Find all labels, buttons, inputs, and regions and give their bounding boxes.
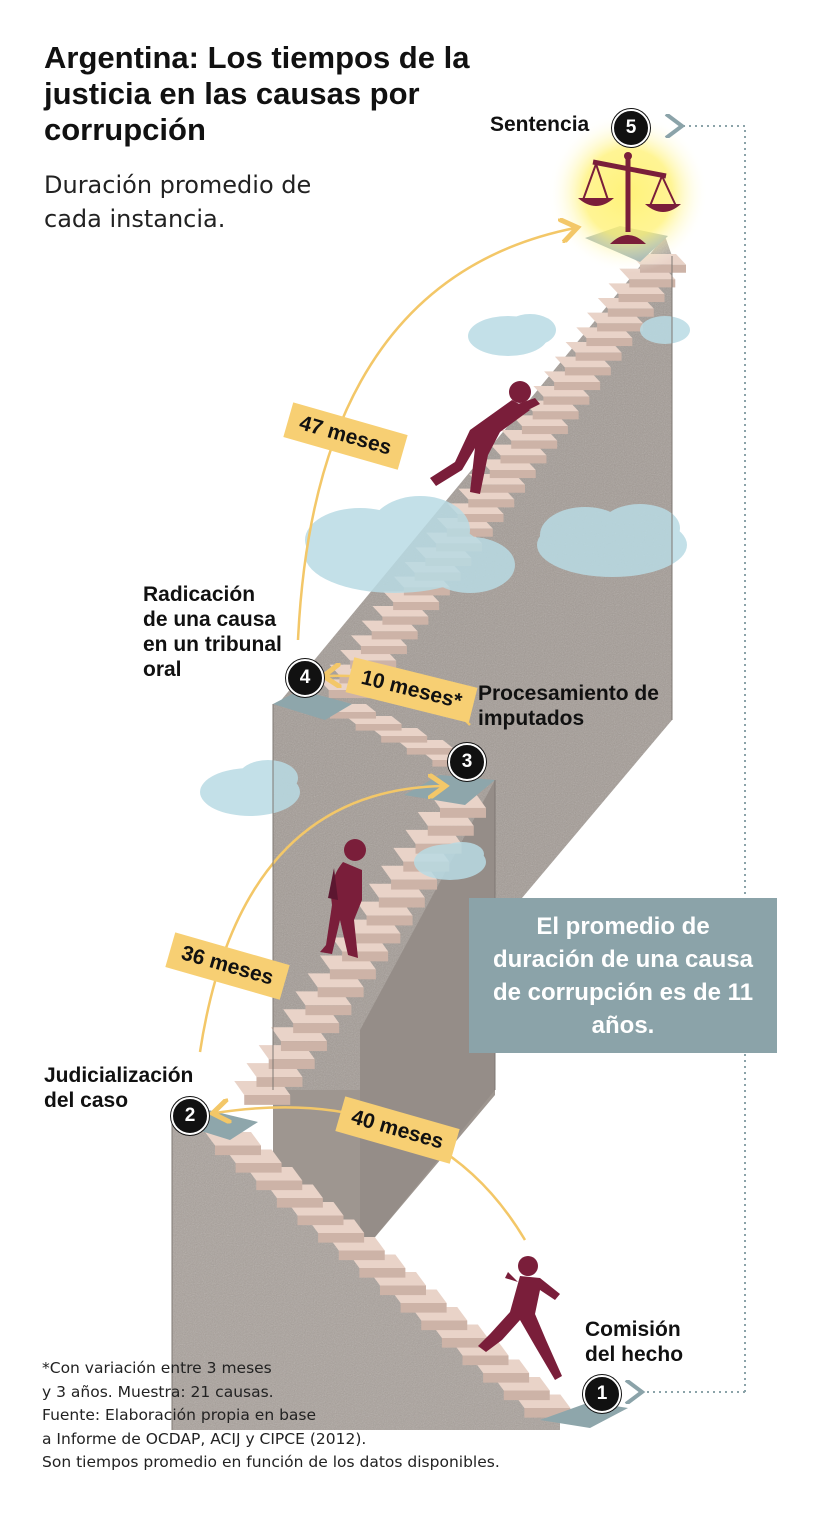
- stair-riser: [479, 484, 525, 493]
- stair-riser: [483, 1373, 530, 1383]
- stage-label-4: Radicación de una causa en un tribunal o…: [143, 583, 282, 681]
- stair-riser: [618, 294, 665, 303]
- stair-riser: [338, 1250, 385, 1261]
- duration-arrows: [198, 228, 575, 1241]
- stair-riser: [421, 1320, 468, 1331]
- footnote-line: *Con variación entre 3 meses: [42, 1359, 272, 1377]
- footnotes: *Con variación entre 3 meses y 3 años. M…: [42, 1357, 562, 1475]
- stair-riser: [297, 1215, 344, 1226]
- stair-riser: [381, 736, 428, 743]
- stair-riser: [342, 951, 389, 962]
- stair-riser: [500, 455, 547, 464]
- scales-of-justice-icon: [548, 113, 708, 273]
- footnote-line: Son tiempos promedio en función de los d…: [42, 1453, 500, 1471]
- stage-label-1: Comisión del hecho: [585, 1318, 684, 1366]
- stair-riser: [244, 1095, 291, 1105]
- stair-riser: [366, 915, 413, 926]
- cloud-shape: [640, 316, 690, 344]
- stair-riser: [329, 969, 376, 980]
- stage-badge-2: 2: [171, 1097, 209, 1135]
- stair-riser: [382, 616, 429, 625]
- summary-callout: El promedio de duración de una causa de …: [469, 898, 777, 1053]
- stair-riser: [543, 396, 590, 405]
- stair-riser: [575, 352, 622, 361]
- runner-figure: [478, 1256, 562, 1380]
- stair-riser: [354, 933, 401, 944]
- stage-label-2: Judicialización del caso: [44, 1064, 194, 1112]
- stage-badge-4: 4: [286, 659, 324, 697]
- stair-riser: [280, 1041, 327, 1052]
- arrow-4-to-5: [296, 228, 575, 641]
- stair-riser: [532, 411, 579, 420]
- stair-riser: [380, 1285, 426, 1296]
- upper-wall-grain: [273, 236, 672, 1090]
- summary-callout-text: El promedio de duración de una causa de …: [492, 912, 754, 1039]
- cloud-shape: [537, 504, 687, 577]
- stair-riser: [318, 1233, 365, 1243]
- staircases: [205, 254, 686, 1418]
- stair-riser: [406, 748, 453, 755]
- stair-riser: [378, 897, 425, 908]
- stair-riser: [330, 712, 376, 719]
- stair-riser: [607, 308, 654, 317]
- stair-riser: [468, 499, 515, 508]
- stair-riser: [256, 1180, 303, 1191]
- cloud-shape: [305, 496, 515, 593]
- stair-riser: [355, 724, 402, 731]
- walker-figure: [320, 839, 366, 958]
- stair-riser: [403, 587, 450, 596]
- cloud-shape: [468, 314, 556, 356]
- stair-riser: [457, 514, 504, 523]
- stair-riser: [521, 426, 568, 435]
- stair-riser: [629, 279, 676, 288]
- arrow-2-to-3: [198, 786, 443, 1053]
- stair-riser: [276, 1198, 323, 1208]
- stair-riser: [371, 631, 418, 640]
- stair-riser: [554, 382, 601, 391]
- page-subtitle: Duración promedio de cada instancia.: [44, 171, 312, 233]
- stair-riser: [215, 1145, 261, 1156]
- stage-badge-3: 3: [448, 743, 486, 781]
- stair-riser: [235, 1163, 282, 1173]
- stair-riser: [393, 602, 440, 611]
- stair-riser: [441, 1338, 488, 1348]
- stair-riser: [427, 825, 474, 836]
- stair-riser: [400, 1303, 447, 1313]
- stage-label-3: Procesamiento de imputados: [478, 682, 659, 730]
- stair-riser: [293, 1023, 340, 1034]
- page-title: Argentina: Los tiempos de la justicia en…: [44, 40, 470, 147]
- stair-riser: [440, 807, 486, 818]
- stair-riser: [462, 1355, 509, 1366]
- stage-label-5: Sentencia: [490, 113, 590, 136]
- stair-riser: [391, 879, 438, 890]
- stair-riser: [328, 690, 375, 699]
- climber-figure: [430, 381, 540, 494]
- footnote-line: Fuente: Elaboración propia en base: [42, 1406, 317, 1424]
- stair-riser: [524, 1408, 571, 1418]
- stair-riser: [511, 440, 558, 449]
- stair-riser: [564, 367, 611, 376]
- stair-riser: [317, 987, 364, 998]
- cloud-shape: [414, 842, 486, 880]
- cloud-shape: [200, 760, 300, 816]
- stair-riser: [256, 1077, 303, 1087]
- footnote-line: a Informe de OCDAP, ACIJ y CIPCE (2012).: [42, 1429, 367, 1448]
- stage-badge-5: 5: [612, 109, 650, 147]
- stair-riser: [586, 338, 633, 347]
- stair-riser: [360, 646, 407, 655]
- landing-4: [273, 690, 352, 720]
- stair-riser: [359, 1268, 406, 1278]
- footnote-line: y 3 años. Muestra: 21 causas.: [42, 1382, 274, 1401]
- stair-riser: [503, 1390, 550, 1401]
- stage-badge-1: 1: [583, 1375, 621, 1413]
- clouds: [200, 314, 690, 880]
- stair-riser: [305, 1005, 352, 1016]
- stair-riser: [597, 323, 644, 332]
- stair-riser: [489, 470, 536, 479]
- stair-riser: [640, 264, 686, 273]
- stair-riser: [268, 1059, 315, 1069]
